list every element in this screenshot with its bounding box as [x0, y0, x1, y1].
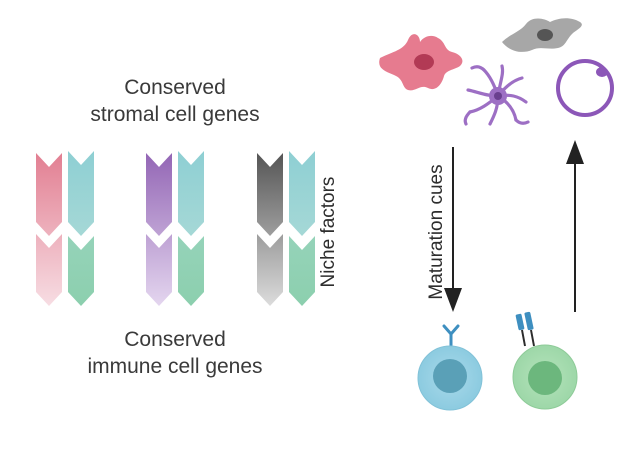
niche-factors-arrow: [444, 147, 462, 312]
gene-arrow-mint: [68, 236, 94, 306]
gene-pair-gray: [257, 151, 315, 306]
immune-cell-blue-icon: [417, 324, 483, 411]
immune-genes-label: Conserved immune cell genes: [40, 326, 310, 380]
gene-arrow-teal: [178, 151, 204, 236]
ring-cell-icon: [556, 59, 614, 117]
gene-arrow-gray: [257, 153, 283, 306]
immune-label-line2: immune cell genes: [87, 355, 263, 378]
gene-arrow-purple: [146, 153, 172, 306]
gene-arrow-mint: [289, 236, 315, 306]
immune-cell-green-icon: [512, 311, 578, 410]
gene-pair-purple: [146, 151, 204, 306]
y-receptor-icon: [442, 324, 460, 348]
stromal-genes-label: Conserved stromal cell genes: [40, 74, 310, 128]
gene-arrow-teal: [289, 151, 315, 236]
stromal-label-line1: Conserved: [124, 76, 226, 99]
stromal-label-line2: stromal cell genes: [90, 103, 260, 126]
gene-pair-pink: [36, 151, 94, 306]
gene-arrow-pink: [36, 153, 62, 306]
immune-label-line1: Conserved: [124, 328, 226, 351]
gene-arrow-teal: [68, 151, 94, 236]
stromal-cell-pink-icon: [379, 34, 463, 91]
stromal-cell-gray-icon: [502, 18, 582, 52]
dendritic-cell-icon: [463, 64, 530, 126]
gene-arrow-mint: [178, 236, 204, 306]
maturation-cues-label: Maturation cues: [426, 164, 447, 300]
niche-factors-label: Niche factors: [318, 176, 339, 288]
tcr-receptor-icon: [515, 311, 535, 347]
maturation-cues-arrow: [566, 140, 584, 312]
